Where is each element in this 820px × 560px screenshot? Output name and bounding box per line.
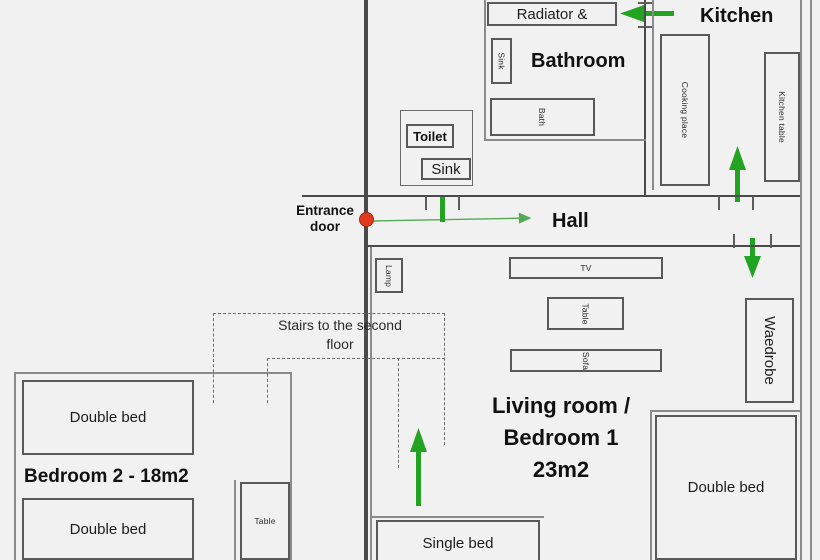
furniture-label-bath: Bath (537, 107, 548, 127)
furniture-label-double-bed-top: Double bed (69, 409, 147, 426)
furniture-radiator: Radiator & (487, 2, 617, 26)
entrance-door-label: Entrance door (284, 203, 366, 235)
wall-main-vertical (364, 0, 368, 560)
room-title-living-room-line3: 23m2 (532, 456, 590, 482)
furniture-toilet: Toilet (406, 124, 454, 148)
arrow-to-stairs (410, 428, 427, 506)
furniture-cooking-place: Cooking place (660, 34, 710, 186)
furniture-label-toilet: Toilet (413, 128, 447, 144)
furniture-lamp: Lamp (375, 258, 403, 293)
stairs-label-line1: Stairs to the second (278, 317, 402, 333)
stairs-label-line2: floor (326, 335, 354, 352)
wall-livingroom-bed-alcove-left (650, 410, 652, 560)
furniture-label-lamp: Lamp (384, 264, 394, 287)
wall-bathroom-west (484, 0, 486, 141)
wall-main-vertical-inner (370, 246, 372, 560)
wall-outer-right (800, 0, 802, 560)
furniture-label-toilet-sink: Sink (431, 160, 461, 178)
stairs-outline-inner-left (267, 358, 268, 403)
room-title-kitchen: Kitchen (700, 5, 774, 27)
door-tick-bathroom-bottom (638, 26, 652, 28)
furniture-bedroom2-table: Table (240, 482, 290, 560)
furniture-kitchen-table: Kitchen table (764, 52, 800, 182)
entrance-door-marker[interactable] (359, 212, 374, 227)
entrance-door-label-line1: Entrance (296, 203, 354, 218)
door-tick-kitchen-left (718, 196, 720, 210)
wall-hall-top (302, 195, 800, 197)
door-tick-living-right (770, 234, 772, 248)
furniture-living-table: Table (547, 297, 624, 330)
furniture-label-cooking-place: Cooking place (680, 81, 690, 139)
room-title-living-room-line2: Bedroom 1 (503, 424, 619, 450)
stairs-label: Stairs to the second floor (245, 316, 435, 354)
arrow-kitchen-to-bathroom (620, 5, 674, 22)
furniture-label-bathroom-sink: Sink (496, 52, 507, 70)
door-tick-toilet-right (458, 196, 460, 210)
wall-bedroom2-right (290, 372, 292, 560)
furniture-single-bed: Single bed (376, 520, 540, 560)
furniture-double-bed-top: Double bed (22, 380, 194, 455)
furniture-bath: Bath (490, 98, 595, 136)
door-tick-bathroom-top (638, 2, 652, 4)
furniture-label-single-bed: Single bed (422, 534, 494, 552)
furniture-label-tv: TV (580, 263, 592, 273)
stairs-outline-inner-top (267, 358, 445, 359)
wall-bathroom-kitchen-partition (644, 0, 646, 195)
arrow-to-living-room (744, 238, 761, 278)
furniture-double-bed-bottom: Double bed (22, 498, 194, 560)
room-title-bathroom: Bathroom (531, 50, 626, 72)
furniture-toilet-sink: Sink (421, 158, 471, 180)
furniture-label-bedroom2-table: Table (254, 516, 276, 526)
wall-bedroom2-right-lower (234, 480, 236, 560)
furniture-bathroom-sink: Sink (491, 38, 512, 84)
stairs-outline-inner-right (398, 358, 399, 468)
wall-outer-right-outer (810, 0, 812, 560)
room-title-living-room-line1: Living room / (491, 393, 631, 418)
room-title-hall: Hall (552, 210, 589, 232)
furniture-tv: TV (509, 257, 663, 279)
stairs-outline-right (444, 313, 445, 445)
door-tick-kitchen-right (752, 196, 754, 210)
entrance-door-label-line2: door (310, 219, 340, 235)
furniture-sofa: Sofa (510, 349, 662, 372)
wall-livingroom-bed-alcove-top (650, 410, 802, 412)
room-title-living-room: Living room / Bedroom 1 23m2 (478, 390, 644, 486)
stairs-outline-left (213, 313, 214, 403)
furniture-label-double-bed-living-room: Double bed (687, 479, 765, 496)
wall-bedroom2-left (14, 372, 16, 560)
furniture-wardrobe: Waedrobe (745, 298, 794, 403)
furniture-label-sofa: Sofa (580, 351, 591, 370)
furniture-label-living-table: Table (580, 302, 591, 325)
door-tick-living-left (733, 234, 735, 248)
furniture-label-radiator: Radiator & (516, 5, 588, 23)
stairs-outline-top (213, 313, 445, 314)
wall-kitchen-inner (652, 0, 654, 190)
arrow-to-kitchen (729, 146, 746, 202)
wall-bathroom-south (484, 139, 646, 141)
room-title-bedroom2: Bedroom 2 - 18m2 (24, 466, 189, 487)
entrance-path-line (371, 212, 532, 224)
wall-hall-bottom (364, 245, 800, 247)
furniture-label-kitchen-table: Kitchen table (777, 91, 787, 143)
furniture-double-bed-living-room: Double bed (655, 415, 797, 560)
wall-single-bed-alcove-top (372, 516, 544, 518)
door-tick-toilet-left (425, 196, 427, 210)
furniture-label-double-bed-bottom: Double bed (69, 520, 147, 538)
wall-bedroom2-top (14, 372, 292, 374)
furniture-label-wardrobe: Waedrobe (761, 316, 778, 385)
